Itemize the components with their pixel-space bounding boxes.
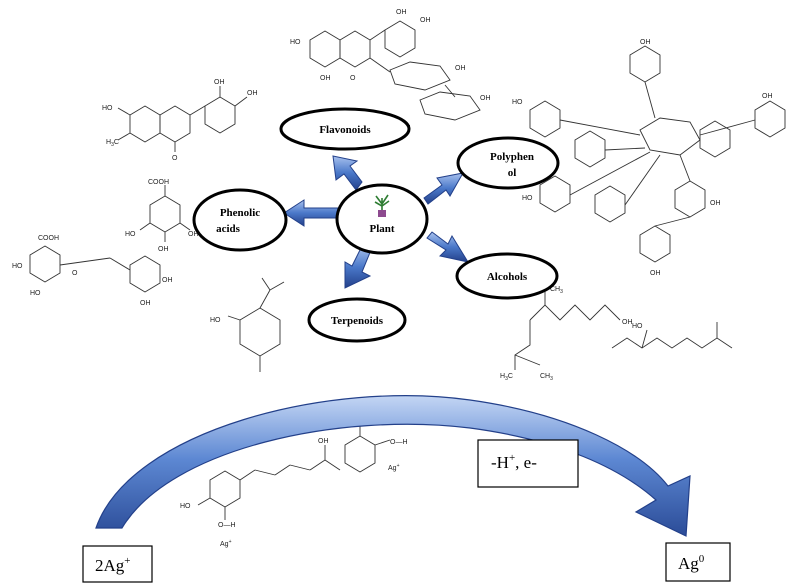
hydroxyl-label: OH xyxy=(455,65,466,72)
methyl-label: H3C xyxy=(106,139,119,148)
hydroxyl-label: HO xyxy=(210,317,221,324)
hydroxyl-label: HO xyxy=(522,195,533,202)
linalool-structure: HO xyxy=(611,322,733,349)
hydroxyl-label: OH xyxy=(480,95,491,102)
node-phenolic-acids: Phenolic acids xyxy=(192,188,288,252)
terpenoid-structure: HO xyxy=(210,277,285,372)
hydroxyl-label: OH xyxy=(214,79,225,86)
hydroxyl-label: OH xyxy=(162,277,173,284)
oxygen-label: O xyxy=(172,155,178,162)
silver-ion-label: Ag+ xyxy=(220,539,232,548)
reactant-label: 2Ag+ xyxy=(95,555,131,575)
hydroxyl-label: HO xyxy=(180,503,191,510)
gallic-acid-structure: COOH HO OH OH xyxy=(125,179,199,253)
hydroxyl-label: OH xyxy=(622,319,633,326)
node-label: Alcohols xyxy=(487,271,528,283)
reactant-box: 2Ag+ xyxy=(82,545,153,583)
hydroxyl-label: HO xyxy=(125,231,136,238)
methyl-label: CH3 xyxy=(540,373,553,382)
carboxyl-label: COOH xyxy=(148,179,169,186)
condition-box: -H+, e- xyxy=(477,439,579,488)
hydroxyl-label: HO xyxy=(30,290,41,297)
tannin-structure: OH HO OH HO OH OH xyxy=(512,39,786,277)
hydroxyl-label: HO xyxy=(512,99,523,106)
node-label: Phenolic xyxy=(220,207,260,219)
arrow-to-terpenoids xyxy=(344,245,372,289)
node-label: acids xyxy=(216,223,241,235)
radial-arrows xyxy=(283,155,470,289)
hydroxyl-label: OH xyxy=(650,270,661,277)
reduction-arrow xyxy=(95,395,691,537)
node-flavonoids: Flavonoids xyxy=(279,107,411,151)
hydroxyl-label: OH xyxy=(420,17,431,24)
node-label: Polyphen xyxy=(490,151,534,163)
hydroxyl-label: OH xyxy=(318,438,329,445)
node-label: Flavonoids xyxy=(319,124,371,136)
arrow-to-alcohols xyxy=(426,231,470,263)
oxygen-label: O xyxy=(350,75,356,82)
hydroxyl-label: HO xyxy=(632,323,643,330)
methyl-label: H3C xyxy=(500,373,513,382)
node-plant: Plant xyxy=(335,183,429,255)
hydroxyl-label: HO xyxy=(12,263,23,270)
hydroxyl-label: OH xyxy=(188,231,199,238)
hydroxyl-label: OH xyxy=(320,75,331,82)
node-label: Terpenoids xyxy=(331,315,384,327)
flavonoid-structure-left: HO H3C O OH OH xyxy=(102,79,258,162)
condition-label: -H+, e- xyxy=(491,452,537,472)
hydroxyl-label: OH xyxy=(140,300,151,307)
product-box: Ag0 xyxy=(665,542,731,582)
silver-ion-label: Ag+ xyxy=(388,463,400,472)
arrow-to-polyphenol xyxy=(423,172,464,205)
node-label: ol xyxy=(508,167,517,179)
oxygen-label: O xyxy=(72,270,78,277)
node-label: Plant xyxy=(369,223,394,235)
hydroxyl-label: HO xyxy=(290,39,301,46)
arrow-to-phenolic-acids xyxy=(283,199,341,227)
citronellol-structure: CH3 OH H3C CH3 xyxy=(500,286,633,382)
hydroxyl-label: HO xyxy=(102,105,113,112)
hydroxyl-h-label: O—H xyxy=(390,439,408,446)
hydroxyl-label: OH xyxy=(158,246,169,253)
node-alcohols: Alcohols xyxy=(455,252,559,300)
hydroxyl-label: OH xyxy=(710,200,721,207)
node-polyphenol: Polyphen ol xyxy=(456,136,560,190)
product-label: Ag0 xyxy=(678,553,705,573)
arrow-to-flavonoids xyxy=(332,155,363,191)
hydroxyl-label: OH xyxy=(640,39,651,46)
hydroxyl-label: OH xyxy=(247,90,258,97)
hydroxyl-label: OH xyxy=(762,93,773,100)
methyl-label: CH3 xyxy=(550,286,563,295)
chlorogenic-acid-structure: COOH HO HO O OH OH xyxy=(12,235,173,307)
hydroxyl-h-label: O—H xyxy=(218,522,236,529)
node-terpenoids: Terpenoids xyxy=(307,297,407,343)
plant-icon xyxy=(374,194,390,217)
carboxyl-label: COOH xyxy=(38,235,59,242)
hydroxyl-label: OH xyxy=(396,9,407,16)
